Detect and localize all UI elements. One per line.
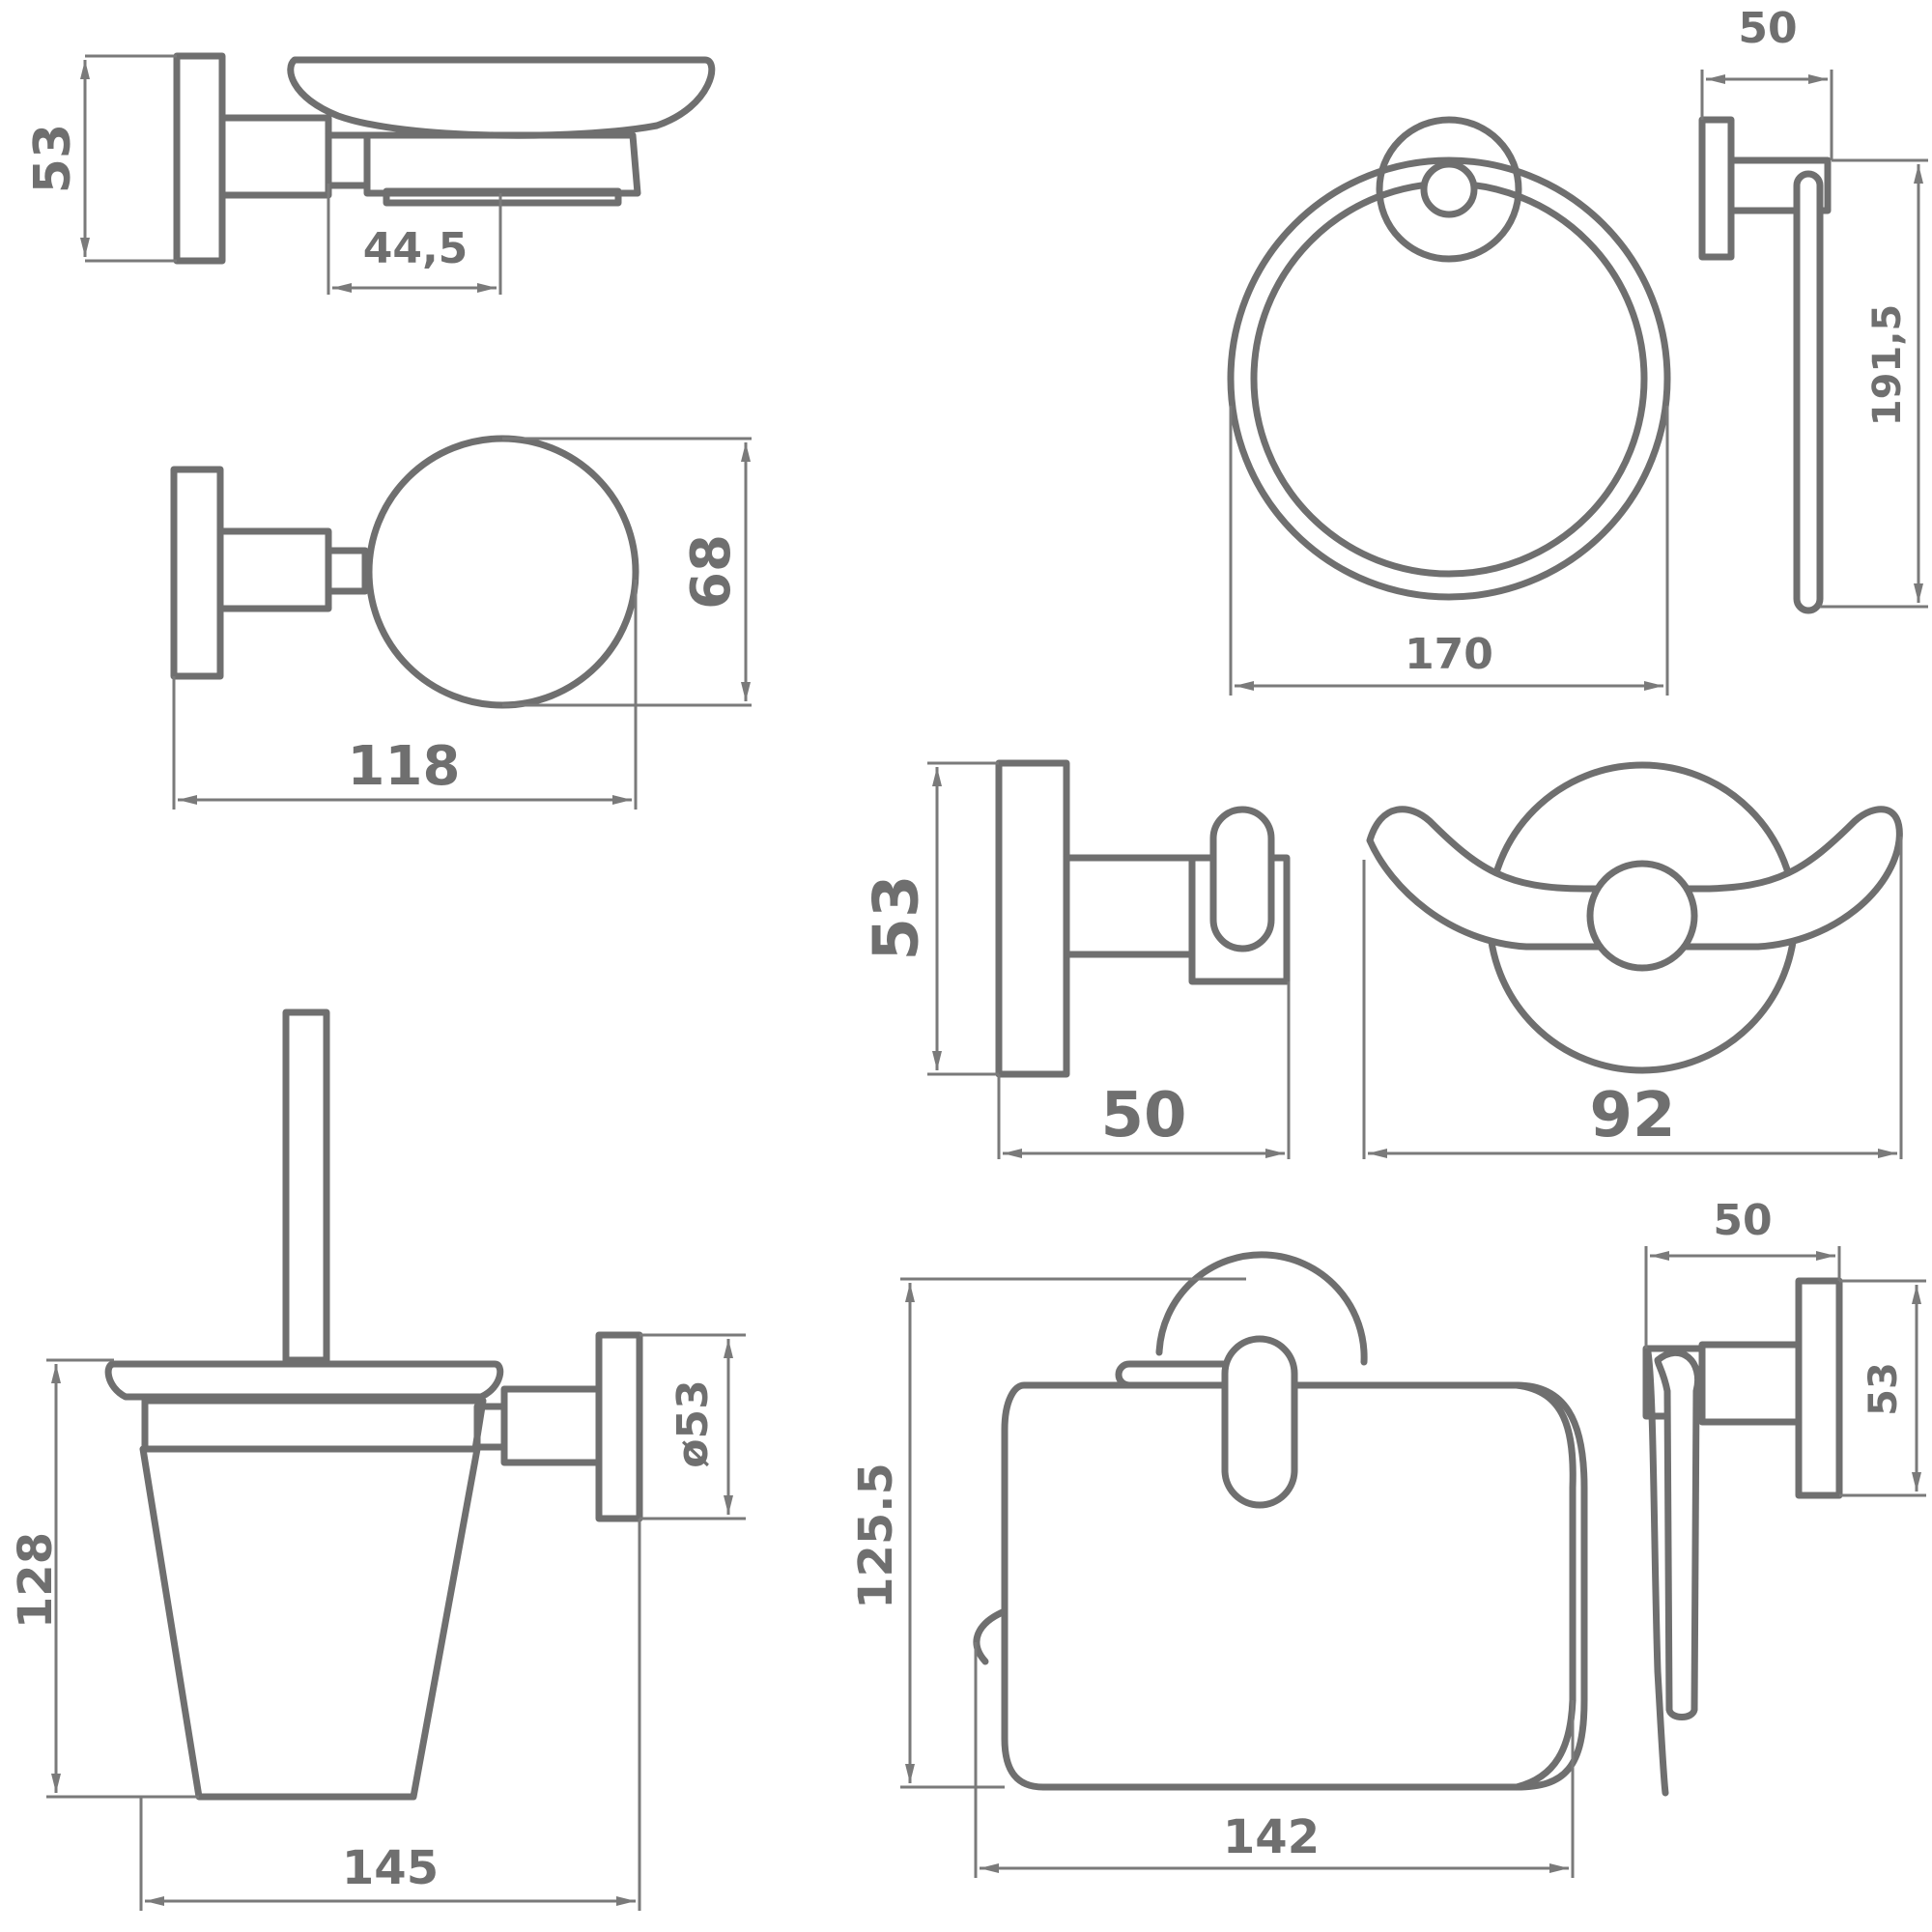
soap-dish [173, 52, 716, 265]
toilet-brush [104, 1009, 643, 1801]
toilet-brush-width-dimension: 145 [139, 1519, 641, 1911]
single-hook-depth-dimension: 50 [997, 981, 1291, 1159]
glass-holder [170, 435, 639, 709]
single-hook-height-label: 53 [862, 874, 933, 960]
towel-ring-width-dimension: 170 [1229, 406, 1669, 696]
towel-ring-side [1698, 116, 1832, 614]
single-hook [995, 759, 1291, 1078]
toilet-brush-height-label: 128 [9, 1532, 63, 1629]
paper-holder [973, 1251, 1588, 1791]
soap-dish-height-dimension: 53 [24, 54, 177, 263]
soap-dish-depth-label: 44,5 [363, 224, 469, 273]
towel-ring-side-width-label: 50 [1738, 4, 1797, 53]
towel-ring [1227, 116, 1671, 601]
towel-ring-side-width-dimension: 50 [1700, 4, 1833, 160]
double-hook-width-label: 92 [1589, 1080, 1675, 1151]
double-hook-width-dimension: 92 [1362, 837, 1903, 1159]
paper-holder-side-depth-dimension: 50 [1644, 1196, 1841, 1349]
glass-holder-width-dimension: 118 [172, 580, 638, 810]
paper-holder-width-label: 142 [1223, 1810, 1320, 1864]
toilet-brush-height-dimension: 128 [9, 1358, 199, 1799]
towel-ring-side-height-dimension: 191,5 [1820, 158, 1928, 609]
towel-ring-width-label: 170 [1405, 630, 1493, 679]
paper-holder-side-depth-label: 50 [1713, 1196, 1772, 1245]
soap-dish-depth-dimension: 44,5 [327, 184, 502, 295]
double-hook [1366, 761, 1903, 1074]
soap-dish-height-label: 53 [24, 124, 82, 193]
paper-holder-side-height-dimension: 53 [1839, 1279, 1926, 1497]
glass-holder-height-label: 68 [680, 534, 743, 610]
paper-holder-height-dimension: 125.5 [849, 1277, 1246, 1789]
toilet-brush-flange-label: ø53 [668, 1379, 718, 1467]
toilet-brush-width-label: 145 [342, 1841, 439, 1895]
towel-ring-side-height-label: 191,5 [1865, 304, 1910, 427]
paper-holder-height-label: 125.5 [849, 1463, 903, 1609]
single-hook-height-dimension: 53 [862, 761, 999, 1076]
paper-holder-side [1642, 1277, 1843, 1797]
paper-holder-side-height-label: 53 [1861, 1362, 1906, 1416]
toilet-brush-flange-dimension: ø53 [639, 1333, 746, 1520]
glass-holder-width-label: 118 [348, 735, 461, 798]
paper-holder-width-dimension: 142 [974, 1642, 1575, 1878]
glass-holder-height-dimension: 68 [502, 437, 752, 707]
single-hook-depth-label: 50 [1100, 1080, 1186, 1151]
